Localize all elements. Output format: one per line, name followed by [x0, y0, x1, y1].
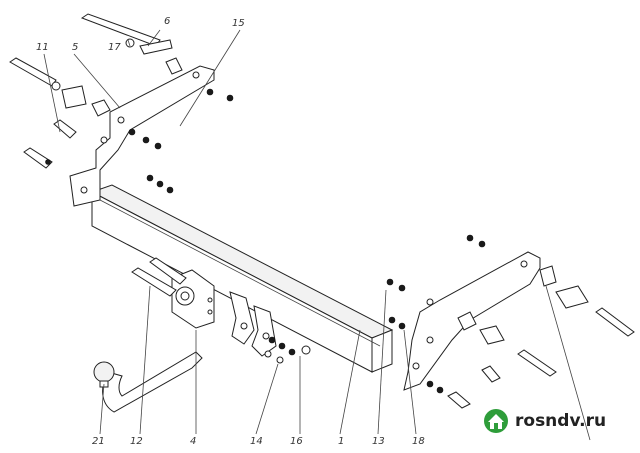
callout-11: 11: [36, 42, 49, 53]
callout-17: 17: [108, 42, 121, 53]
crossbar-tube: [90, 184, 394, 373]
callout-6: 6: [164, 16, 170, 27]
bolts-left: [9, 13, 234, 194]
callout-15: 15: [232, 18, 245, 29]
callout-13: 13: [372, 436, 385, 447]
callout-4: 4: [190, 436, 196, 447]
leader-lines: [43, 29, 591, 441]
watermark: rosndv.ru: [483, 408, 606, 434]
house-leaf-icon: [484, 409, 508, 433]
left-bracket: [69, 65, 215, 207]
bolts-center: [131, 257, 311, 364]
tow-ball: [93, 351, 203, 413]
watermark-text: rosndv.ru: [515, 411, 607, 431]
callout-18: 18: [412, 436, 425, 447]
callout-5: 5: [72, 42, 78, 53]
bolts-right: [386, 234, 635, 409]
callout-labels: 6 15 17 11 5 21 12 4 14 16 1 13 18: [36, 16, 425, 447]
callout-1: 1: [338, 436, 344, 447]
callout-14: 14: [250, 436, 263, 447]
right-bracket: [403, 251, 541, 391]
hitch-plate: [171, 269, 215, 329]
center-ears: [229, 291, 277, 357]
callout-16: 16: [290, 436, 303, 447]
callout-12: 12: [130, 436, 143, 447]
callout-21: 21: [92, 436, 105, 447]
